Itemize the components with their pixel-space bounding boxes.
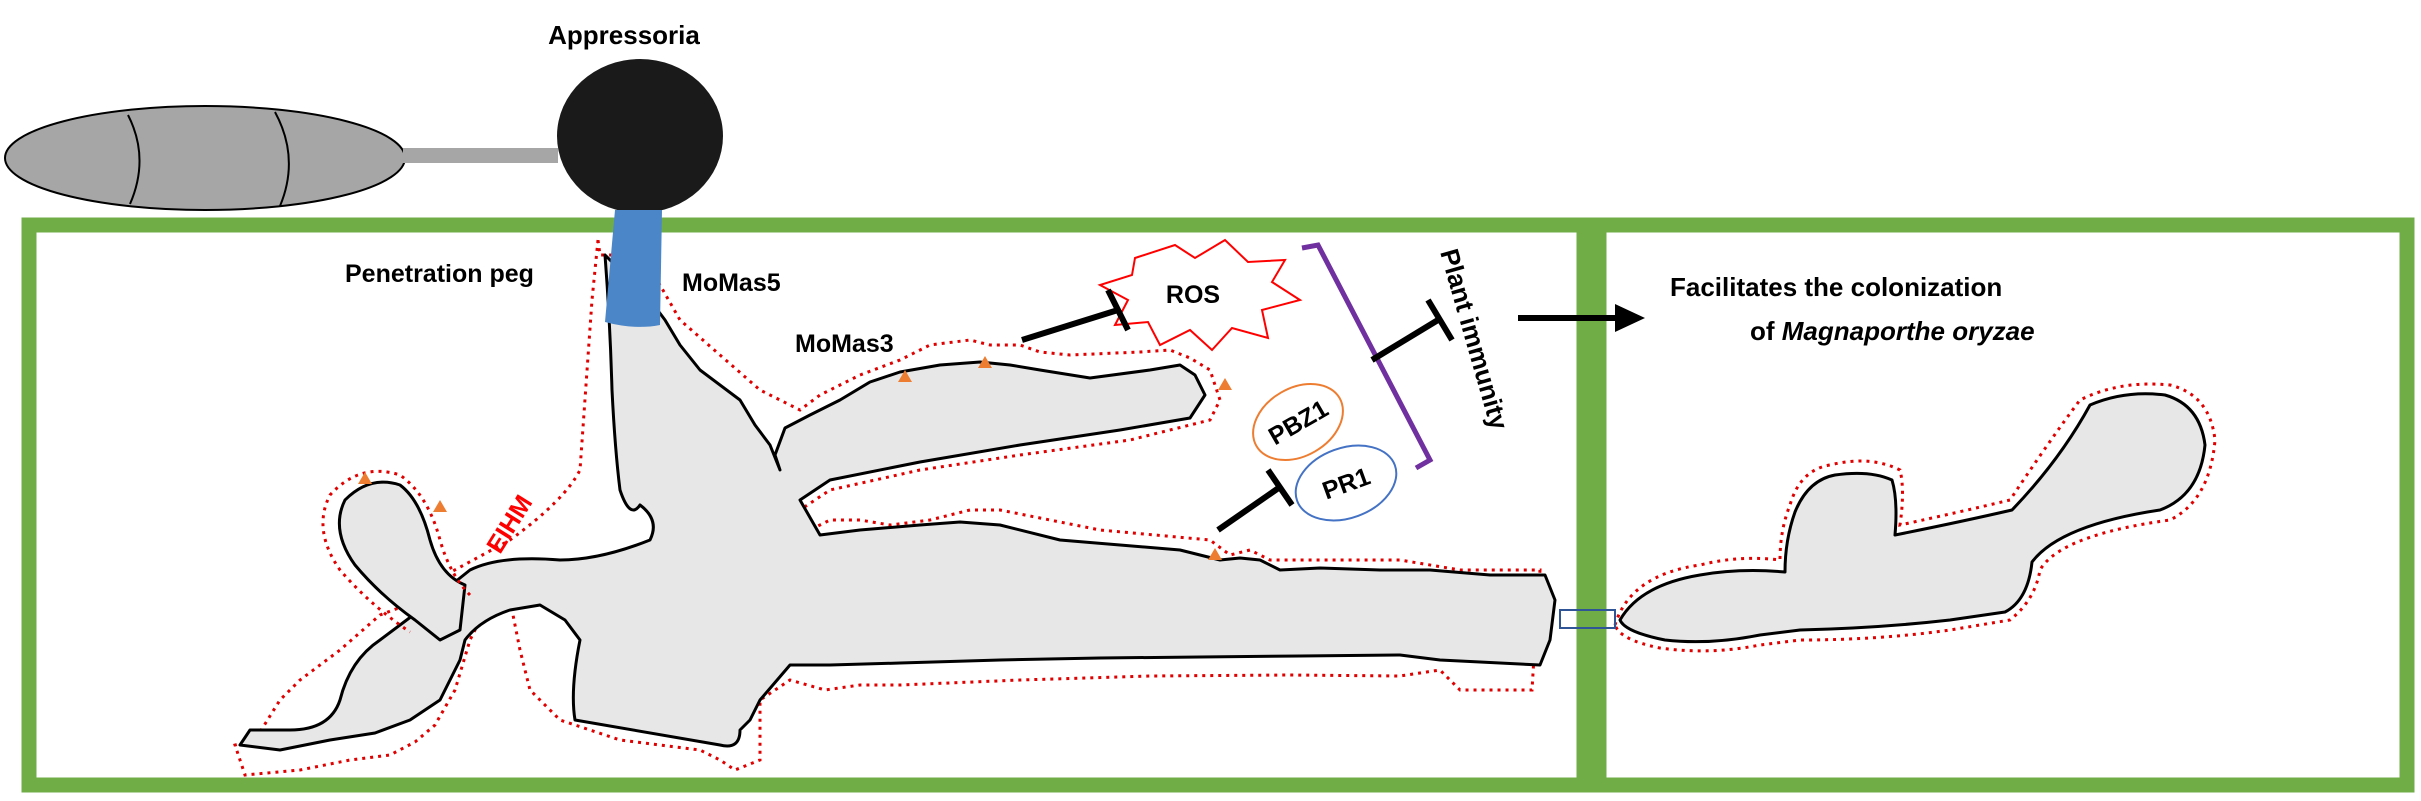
effector-marker — [1218, 378, 1232, 390]
immunity-bracket — [1301, 242, 1434, 471]
ros-burst — [1097, 238, 1303, 352]
effector-marker — [898, 370, 912, 382]
invasive-hyphae-left — [233, 239, 1557, 777]
penetration-peg — [605, 210, 662, 327]
septum-2 — [274, 111, 290, 207]
penetration-peg-label: Penetration peg — [345, 260, 534, 288]
species-name: Magnaporthe oryzae — [1782, 316, 2035, 346]
facilitates-prefix: of — [1750, 316, 1782, 346]
inhibit-ros-arrow — [1021, 288, 1131, 343]
hypha-right-body — [1618, 392, 2207, 644]
effector-markers — [358, 356, 1232, 560]
germ-tube — [403, 148, 558, 163]
hypha-left-bulb — [337, 480, 467, 642]
invasive-hyphae-right — [1613, 382, 2217, 653]
effector-marker — [358, 472, 372, 484]
pbz1-oval — [1252, 383, 1344, 461]
inhibit-pr1-arrow — [1216, 468, 1295, 533]
momas5-label: MoMas5 — [682, 269, 781, 297]
effector-marker — [433, 500, 447, 512]
outcome-arrow — [1518, 304, 1645, 332]
effector-marker — [978, 356, 992, 368]
plant-immunity-label: Plant immunity — [1434, 245, 1514, 433]
facilitates-line-1: Facilitates the colonization — [1670, 272, 2002, 302]
hypha-main — [238, 253, 1557, 752]
appressorium — [557, 59, 723, 213]
ros-label: ROS — [1166, 281, 1220, 309]
pr1-oval — [1294, 444, 1398, 522]
plant-cell-wall-left — [21, 217, 1592, 793]
hypha-left-dotted — [321, 469, 472, 634]
effector-marker — [1208, 548, 1222, 560]
wall-connector — [1559, 609, 1616, 629]
septum-1 — [127, 114, 141, 205]
inhibit-immunity-arrow — [1370, 298, 1455, 363]
momas3-label: MoMas3 — [795, 330, 894, 358]
hypha-right-dotted — [1613, 382, 2217, 653]
facilitates-line-2: of Magnaporthe oryzae — [1750, 316, 2035, 346]
appressoria-label: Appressoria — [548, 20, 700, 50]
conidium — [4, 105, 406, 211]
plant-cell-wall-right — [1591, 217, 2415, 793]
